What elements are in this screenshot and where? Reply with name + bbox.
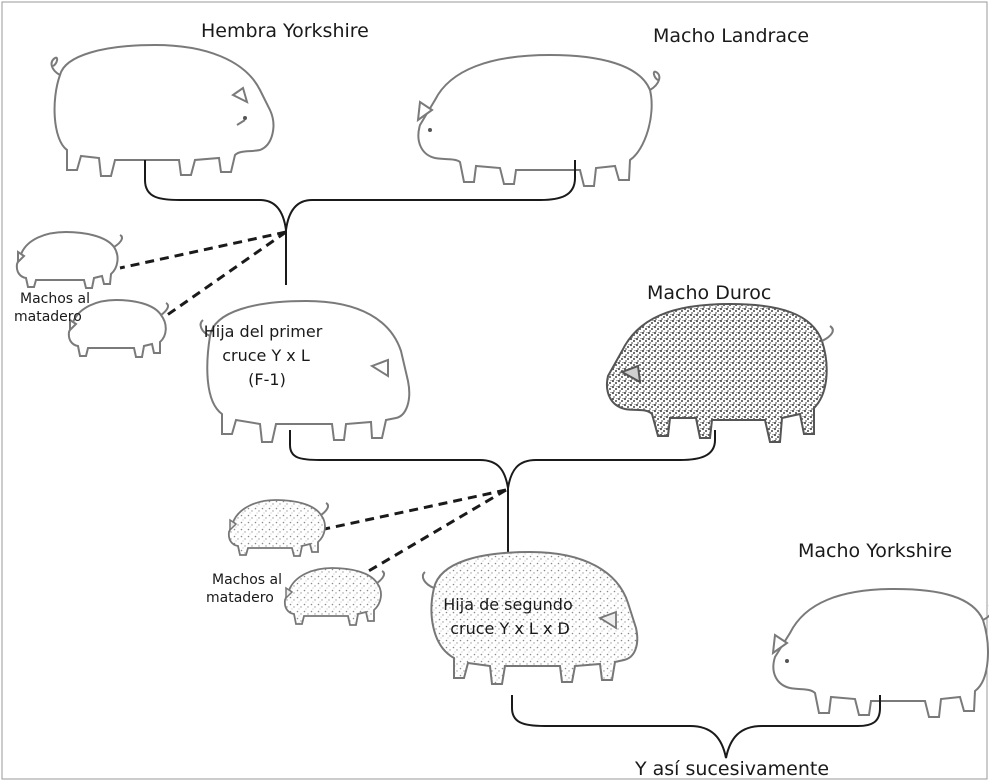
label-footer: Y así sucesivamente: [634, 758, 829, 780]
label-hija-primer-l1: Hija del primer: [204, 322, 323, 341]
label-machos-matadero-1-l2: matadero: [14, 309, 82, 325]
label-macho-duroc: Macho Duroc: [647, 282, 771, 304]
label-hija-primer-l3: (F-1): [248, 370, 286, 389]
label-macho-yorkshire: Macho Yorkshire: [798, 540, 952, 562]
piglet-2b: [285, 568, 384, 625]
label-machos-matadero-2-l1: Machos al: [212, 572, 282, 588]
label-hija-segundo-l2: cruce Y x L x D: [450, 619, 570, 638]
label-macho-landrace: Macho Landrace: [653, 25, 809, 47]
bracket-generation-2: [290, 430, 715, 488]
label-hembra-yorkshire: Hembra Yorkshire: [201, 20, 369, 42]
piglet-1a: [17, 232, 122, 288]
dashed-line-2a: [320, 490, 506, 530]
pig-macho-duroc: [607, 304, 833, 442]
label-hija-primer-l2: cruce Y x L: [222, 346, 310, 365]
piglet-2a: [229, 500, 328, 556]
piglet-1b: [69, 300, 168, 357]
pig-macho-landrace: [418, 55, 659, 186]
label-machos-matadero-2-l2: matadero: [206, 590, 274, 606]
label-machos-matadero-1-l1: Machos al: [20, 291, 90, 307]
pig-hembra-yorkshire: [52, 45, 274, 176]
pig-hija-segundo-cruce: [423, 552, 637, 684]
label-hija-segundo-l1: Hija de segundo: [443, 595, 572, 614]
